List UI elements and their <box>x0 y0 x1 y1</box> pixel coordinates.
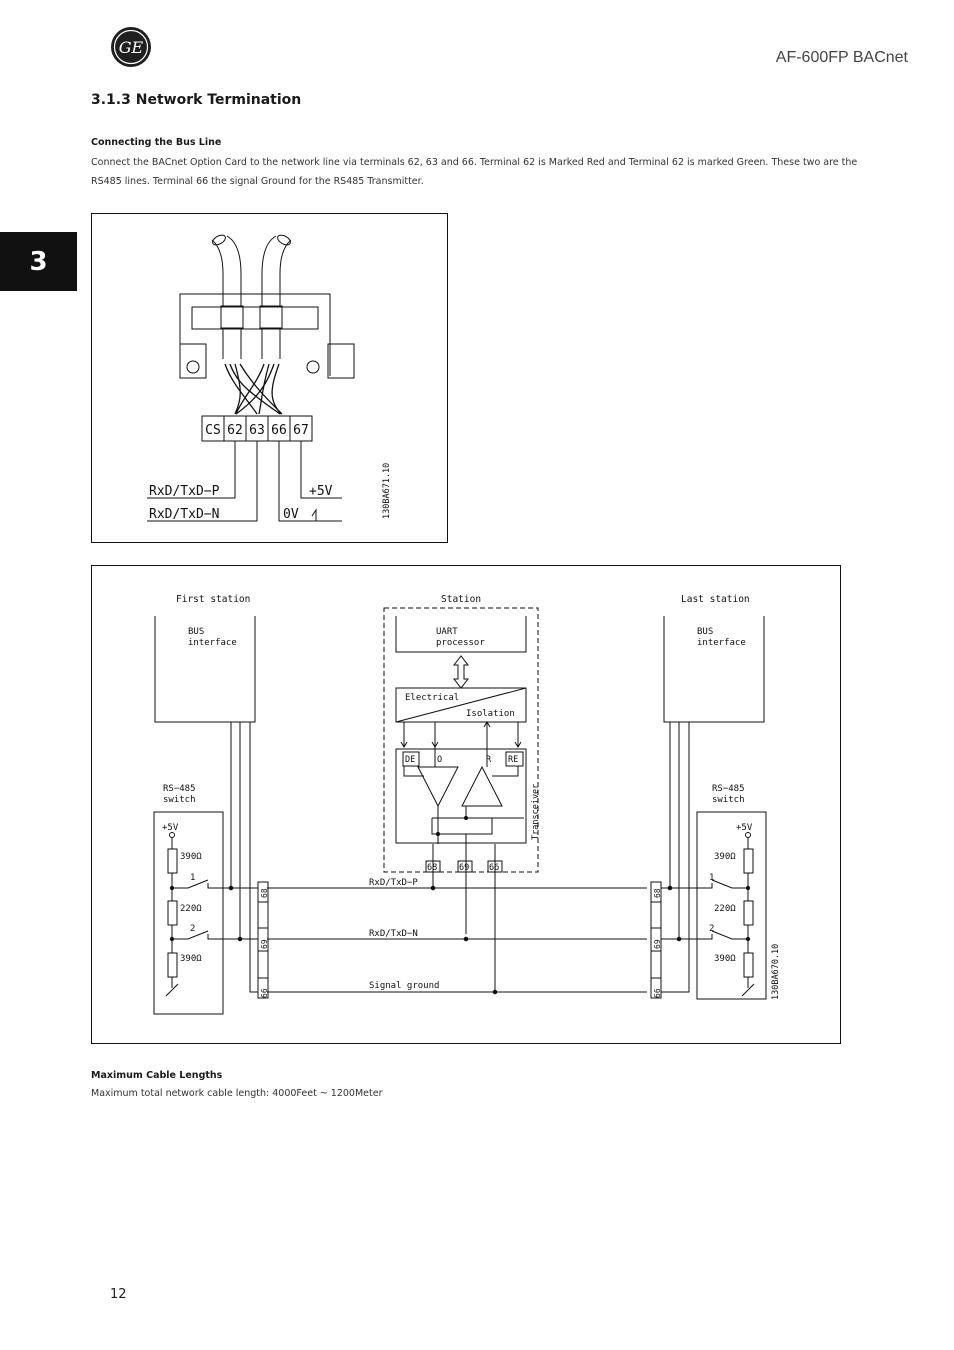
right-resistor-390-bottom <box>743 952 754 978</box>
last-interface-text: interface <box>697 638 746 648</box>
o-label: O <box>437 755 442 765</box>
right-r1-label: 390Ω <box>714 852 736 862</box>
terminal-62: 62 <box>227 423 243 438</box>
first-bus-text: BUS <box>188 627 204 637</box>
uart-text: UART <box>436 627 458 637</box>
left-sw1-label: 1 <box>190 873 195 883</box>
right-terminal-strip <box>650 881 662 999</box>
left-terminal-66: 66 <box>260 988 269 998</box>
left-switch-1 <box>172 879 209 889</box>
station-box <box>383 607 539 873</box>
left-resistor-390-bottom <box>167 952 178 978</box>
bus-line-heading: Connecting the Bus Line <box>91 137 222 148</box>
first-station-box <box>154 616 256 723</box>
left-r2-label: 220Ω <box>180 904 202 914</box>
label-5v: +5V <box>309 484 333 499</box>
right-resistor-220 <box>743 900 754 926</box>
right-5v-label: +5V <box>736 823 753 833</box>
terminal-66: 66 <box>271 423 287 438</box>
cable-length-heading: Maximum Cable Lengths <box>91 1070 223 1081</box>
bus-line-paragraph: Connect the BACnet Option Card to the ne… <box>91 157 858 187</box>
section-heading: 3.1.3 Network Termination <box>91 92 302 108</box>
last-station-label: Last station <box>681 594 750 605</box>
last-bus-text: BUS <box>697 627 713 637</box>
right-r2-label: 220Ω <box>714 904 736 914</box>
terminal-cs: CS <box>205 423 221 438</box>
bus-n-label: RxD/TxD−N <box>369 929 418 939</box>
left-switch-2 <box>172 930 209 940</box>
uart-box <box>395 616 527 653</box>
cable-length-paragraph: Maximum total network cable length: 4000… <box>91 1088 383 1099</box>
last-station-box <box>663 616 765 723</box>
cable-right-icon <box>259 234 292 359</box>
right-sw2-label: 2 <box>709 924 714 934</box>
right-switch-box <box>696 811 767 1000</box>
first-interface-text: interface <box>188 638 237 648</box>
terminal-63: 63 <box>249 423 265 438</box>
ge-logo-text: GE <box>119 38 144 57</box>
clamp-bar <box>191 306 319 330</box>
transceiver-box <box>395 748 527 844</box>
station-terminal-69: 69 <box>459 863 469 873</box>
processor-text: processor <box>436 638 485 648</box>
left-terminal-68: 68 <box>260 888 269 898</box>
clamp-body <box>179 293 331 376</box>
right-switch-label: switch <box>712 795 745 805</box>
left-switch-box <box>153 811 224 1015</box>
right-terminal-66: 66 <box>653 988 662 998</box>
figure2-ref: 130BA670.10 <box>771 944 781 1000</box>
label-0v: 0V <box>283 507 299 522</box>
electrical-text: Electrical <box>405 693 459 703</box>
right-r3-label: 390Ω <box>714 954 736 964</box>
left-terminal-strip <box>257 881 269 999</box>
right-switch-1 <box>711 879 748 889</box>
chapter-tab: 3 <box>0 232 77 291</box>
cable-left-icon <box>211 234 244 359</box>
terminal-connector-figure: CS 62 63 66 67 RxD/TxD−P RxD/TxD−N +5V 0… <box>91 213 448 543</box>
r-label: R <box>486 755 492 765</box>
station-terminal-68: 68 <box>427 863 437 873</box>
left-5v-label: +5V <box>162 823 179 833</box>
transceiver-label: Transceiver <box>531 784 541 840</box>
bus-p-label: RxD/TxD−P <box>369 878 418 888</box>
label-rxd-n: RxD/TxD−N <box>149 507 219 522</box>
document-title: AF-600FP BACnet <box>775 49 908 66</box>
left-r1-label: 390Ω <box>180 852 202 862</box>
left-switch-label: switch <box>163 795 196 805</box>
left-resistor-220 <box>167 900 178 926</box>
left-resistor-390-top <box>167 848 178 874</box>
station-terminal-66: 66 <box>489 863 499 873</box>
receiver-triangle <box>461 765 503 807</box>
right-terminal-69: 69 <box>653 939 662 949</box>
right-sw1-label: 1 <box>709 873 714 883</box>
crossing-wires <box>224 363 283 415</box>
de-label: DE <box>405 755 415 765</box>
data-arrow-icon <box>452 655 470 689</box>
figure1-ref: 130BA671.10 <box>382 463 392 519</box>
terminal-67: 67 <box>293 423 309 438</box>
label-rxd-p: RxD/TxD−P <box>149 484 220 499</box>
right-rs485-label: RS−485 <box>712 784 745 794</box>
right-switch-2 <box>711 930 748 940</box>
page-number: 12 <box>110 1287 127 1302</box>
isolation-text: Isolation <box>466 709 515 719</box>
network-termination-diagram: First station Station Last station BUS i… <box>91 565 841 1044</box>
left-rs485-label: RS−485 <box>163 784 196 794</box>
right-terminal-68: 68 <box>653 888 662 898</box>
station-label: Station <box>441 594 481 605</box>
right-resistor-390-top <box>743 848 754 874</box>
ge-logo-icon: GE <box>110 26 152 68</box>
left-terminal-69: 69 <box>260 939 269 949</box>
driver-triangle <box>417 766 459 808</box>
first-station-label: First station <box>176 594 250 605</box>
ground-label: Signal ground <box>369 981 439 991</box>
isolation-box <box>395 687 527 723</box>
left-sw2-label: 2 <box>190 924 195 934</box>
re-label: RE <box>508 755 518 765</box>
left-r3-label: 390Ω <box>180 954 202 964</box>
